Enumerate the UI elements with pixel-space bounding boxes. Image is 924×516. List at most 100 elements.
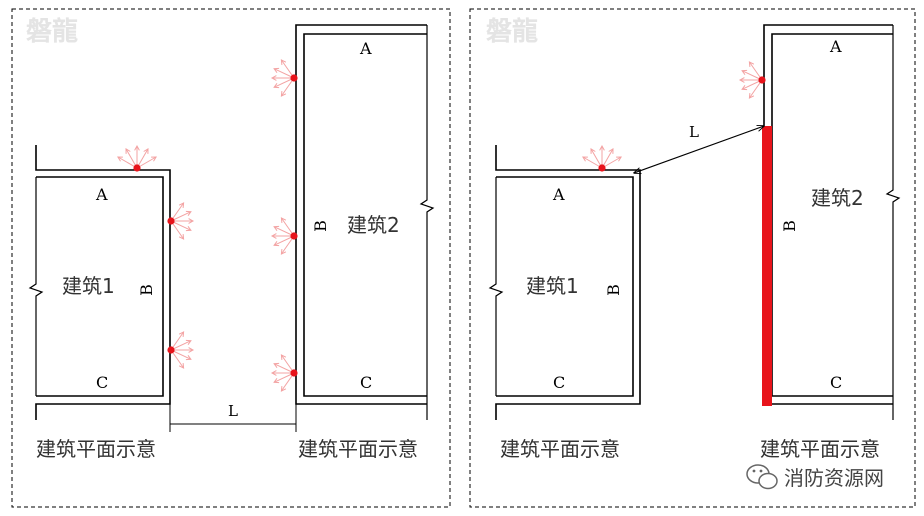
opening-ray: [601, 148, 614, 169]
wall-b-label: B: [311, 220, 330, 232]
opening-ray: [170, 349, 185, 369]
opening-ray-head: [273, 83, 280, 89]
opening-ray: [170, 220, 192, 231]
opening-dot: [167, 346, 175, 354]
opening-ray-head: [270, 370, 277, 376]
opening-ray-head: [599, 144, 605, 151]
opening-ray-head: [280, 354, 287, 360]
wall-b-label: B: [604, 284, 623, 296]
wall-a-label: A: [359, 39, 372, 58]
wall-c-label: C: [553, 373, 565, 392]
opening-ray-head: [178, 331, 185, 337]
opening-ray-head: [748, 61, 755, 67]
distance-label: L: [228, 402, 238, 420]
opening-ray-head: [273, 378, 280, 384]
opening-ray: [273, 77, 295, 88]
opening-ray-head: [151, 156, 157, 162]
opening-dot: [290, 369, 298, 377]
opening-ray: [273, 372, 295, 383]
highlighted-wall-b: [762, 126, 772, 406]
opening-ray: [170, 331, 185, 351]
opening-ray: [582, 156, 603, 169]
opening-marker: [270, 354, 298, 392]
wall-c-label: C: [830, 373, 842, 392]
opening-ray-head: [590, 148, 596, 154]
opening-ray-head: [185, 355, 192, 361]
watermark: 磐龍: [486, 16, 538, 47]
opening-ray-head: [608, 148, 614, 154]
watermark: 磐龍: [26, 16, 78, 47]
opening-ray-head: [273, 362, 280, 368]
opening-ray: [280, 235, 295, 255]
opening-dot: [133, 164, 141, 172]
opening-ray-head: [178, 202, 185, 208]
opening-ray-head: [280, 386, 287, 392]
opening-ray: [273, 235, 295, 246]
opening-ray-head: [273, 67, 280, 73]
building-2: [295, 24, 435, 420]
opening-dot: [290, 232, 298, 240]
opening-ray: [590, 148, 603, 169]
opening-ray-head: [273, 225, 280, 231]
opening-marker: [117, 144, 157, 172]
wall-a-label: A: [552, 185, 565, 204]
opening-ray-head: [143, 148, 149, 154]
brand-name: 消防资源网: [784, 466, 884, 490]
opening-ray: [125, 148, 138, 169]
opening-ray-head: [270, 75, 277, 81]
opening-ray: [280, 217, 295, 237]
opening-ray: [170, 340, 192, 351]
building-1-label: 建筑1: [62, 274, 115, 298]
opening-ray-head: [741, 85, 748, 91]
openings-layer: [117, 59, 766, 392]
opening-ray-head: [280, 59, 287, 65]
opening-ray: [280, 372, 295, 392]
opening-marker: [167, 202, 195, 240]
opening-dot: [598, 164, 606, 172]
opening-ray-head: [280, 91, 287, 97]
left-panel: 磐龍 建筑1 A B C 建筑2 A B C L 建筑: [11, 8, 451, 508]
wechat-icon: [746, 464, 778, 490]
opening-ray-head: [125, 148, 131, 154]
opening-ray-head: [741, 69, 748, 75]
building-2-label: 建筑2: [811, 186, 864, 210]
opening-dot: [167, 217, 175, 225]
opening-ray: [273, 68, 295, 79]
building-2-label: 建筑2: [347, 213, 400, 237]
opening-ray-head: [188, 218, 195, 224]
distance-dimension: [169, 404, 297, 432]
opening-ray-head: [117, 156, 123, 162]
opening-ray-head: [280, 249, 287, 255]
opening-ray-head: [270, 233, 277, 239]
opening-ray: [170, 220, 185, 240]
opening-ray: [741, 79, 763, 90]
opening-ray: [136, 156, 157, 169]
opening-ray-head: [582, 156, 588, 162]
opening-ray: [117, 156, 138, 169]
building-1: [488, 145, 641, 420]
caption-building-2: 建筑平面示意: [298, 437, 418, 461]
opening-ray-head: [185, 339, 192, 345]
opening-ray: [748, 61, 763, 81]
opening-ray-head: [185, 226, 192, 232]
opening-ray: [748, 79, 763, 99]
wall-b-label: B: [137, 284, 156, 296]
opening-ray: [273, 363, 295, 374]
opening-ray: [280, 354, 295, 374]
right-panel: 磐龍 建筑1 A B C 建筑2 A B C L 建筑平面示意 建筑平面示意: [469, 8, 916, 508]
caption-building-2: 建筑平面示意: [760, 437, 880, 461]
building-1: [28, 145, 171, 420]
wall-a-label: A: [95, 185, 108, 204]
opening-ray-head: [178, 363, 185, 369]
opening-ray: [170, 202, 185, 222]
opening-ray: [280, 59, 295, 79]
opening-ray-head: [185, 210, 192, 216]
opening-ray: [741, 70, 763, 81]
opening-ray-head: [738, 77, 745, 83]
opening-ray: [170, 211, 192, 222]
opening-marker: [582, 144, 622, 172]
right-panel-frame: [469, 8, 916, 508]
opening-marker: [738, 61, 766, 99]
opening-dot: [290, 74, 298, 82]
